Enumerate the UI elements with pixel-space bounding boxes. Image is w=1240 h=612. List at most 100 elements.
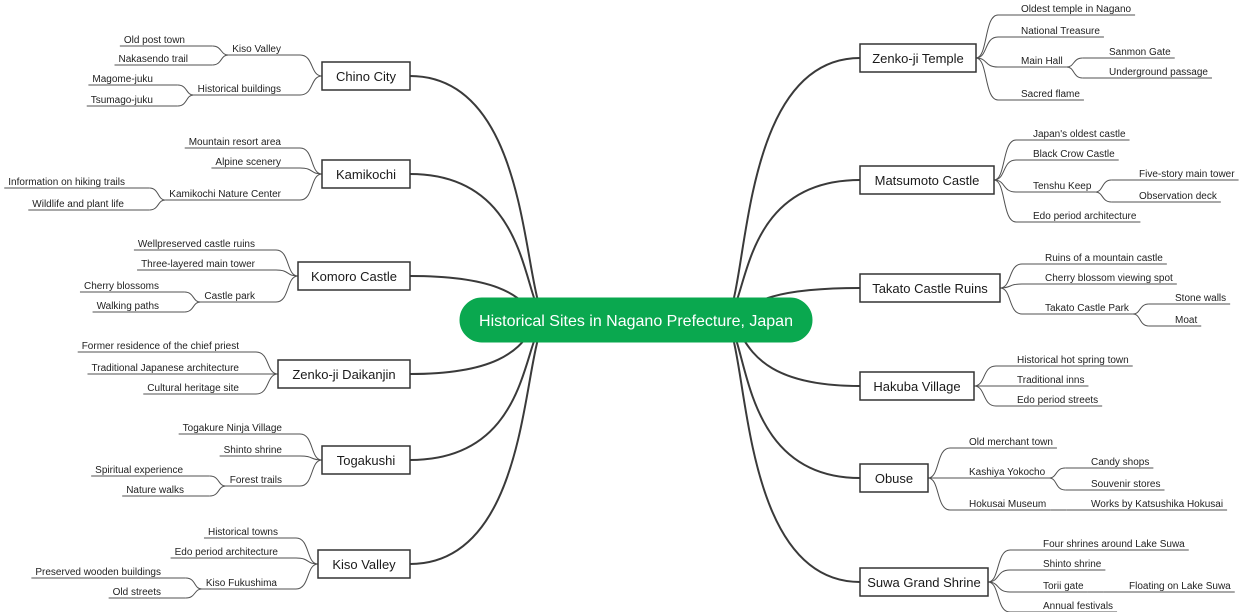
topic-sacred-flame[interactable]: Sacred flame <box>998 89 1084 101</box>
topic-hokusai-museum[interactable]: Hokusai Museum <box>950 499 1051 511</box>
subtopic-tsumago-juku[interactable]: Tsumago-juku <box>86 95 178 107</box>
topic-shinto-shrine[interactable]: Shinto shrine <box>1010 559 1106 571</box>
branch-suwa-grand-shrine[interactable]: Suwa Grand Shrine <box>859 567 989 597</box>
sub-connector <box>299 173 323 201</box>
subtopic-label: Information on hiking trails <box>8 177 125 188</box>
topic-edo-period-streets[interactable]: Edo period streets <box>996 395 1103 407</box>
topic-traditional-inns[interactable]: Traditional inns <box>996 375 1089 387</box>
sub-connector <box>295 563 319 590</box>
topic-castle-park[interactable]: Castle park <box>200 291 276 303</box>
subtopic-old-post-town[interactable]: Old post town <box>119 35 213 47</box>
branch-chino-city[interactable]: Chino City <box>321 61 411 91</box>
topic-three-layered-main-tower[interactable]: Three-layered main tower <box>137 259 276 271</box>
subtopic-wildlife-and-plant-life[interactable]: Wildlife and plant life <box>28 199 150 211</box>
subtopic-observation-deck[interactable]: Observation deck <box>1111 191 1221 203</box>
subtopic-floating-on-lake-suwa[interactable]: Floating on Lake Suwa <box>1103 581 1235 593</box>
branch-kiso-valley[interactable]: Kiso Valley <box>317 549 411 579</box>
branch-takato-castle-ruins[interactable]: Takato Castle Ruins <box>859 273 1001 303</box>
subtopic-label: Nakasendo trail <box>119 54 188 65</box>
topic-togakure-ninja-village[interactable]: Togakure Ninja Village <box>178 423 300 435</box>
topic-historical-towns[interactable]: Historical towns <box>203 527 296 539</box>
subtopic-stone-walls[interactable]: Stone walls <box>1148 293 1231 305</box>
topic-label: Historical hot spring town <box>1017 355 1129 366</box>
subtopic-information-on-hiking-trails[interactable]: Information on hiking trails <box>4 177 150 189</box>
topic-shinto-shrine[interactable]: Shinto shrine <box>219 445 300 457</box>
central-topic[interactable]: Historical Sites in Nagano Prefecture, J… <box>459 297 813 343</box>
branch-box-kiso-valley <box>317 549 411 579</box>
topic-label: Kamikochi Nature Center <box>169 189 281 200</box>
sub-connector <box>999 263 1023 289</box>
topic-traditional-japanese-architecture[interactable]: Traditional Japanese architecture <box>87 363 257 375</box>
subtopic-five-story-main-tower[interactable]: Five-story main tower <box>1111 169 1239 181</box>
subtopic-magome-juku[interactable]: Magome-juku <box>88 74 178 86</box>
topic-national-treasure[interactable]: National Treasure <box>998 26 1104 38</box>
branch-togakushi[interactable]: Togakushi <box>321 445 411 475</box>
topic-cultural-heritage-site[interactable]: Cultural heritage site <box>143 383 256 395</box>
sub-connector <box>987 549 1011 583</box>
subtopic-moat[interactable]: Moat <box>1148 315 1202 327</box>
topic-four-shrines-around-lake-suwa[interactable]: Four shrines around Lake Suwa <box>1010 539 1189 551</box>
branch-zenko-ji-daikanjin[interactable]: Zenko-ji Daikanjin <box>277 359 411 389</box>
topic-historical-hot-spring-town[interactable]: Historical hot spring town <box>996 355 1133 367</box>
branch-obuse[interactable]: Obuse <box>859 463 929 493</box>
sub-connector <box>973 385 997 407</box>
topic-oldest-temple-in-nagano[interactable]: Oldest temple in Nagano <box>998 4 1136 16</box>
topic-mountain-resort-area[interactable]: Mountain resort area <box>184 137 300 149</box>
topic-black-crow-castle[interactable]: Black Crow Castle <box>1016 149 1119 161</box>
subtopic-works-by-katsushika-hokusai[interactable]: Works by Katsushika Hokusai <box>1066 499 1228 511</box>
subtopic-old-streets[interactable]: Old streets <box>108 587 186 599</box>
branch-zenko-ji-temple[interactable]: Zenko-ji Temple <box>859 43 977 73</box>
subtopic-sanmon-gate[interactable]: Sanmon Gate <box>1082 47 1175 59</box>
topic-wellpreserved-castle-ruins[interactable]: Wellpreserved castle ruins <box>133 239 276 251</box>
subtopic-label: Sanmon Gate <box>1109 47 1171 58</box>
subtopic-spiritual-experience[interactable]: Spiritual experience <box>91 465 210 477</box>
sub-connector <box>299 433 323 461</box>
branch-kamikochi[interactable]: Kamikochi <box>321 159 411 189</box>
subtopic-underground-passage[interactable]: Underground passage <box>1082 67 1212 79</box>
subtopic-walking-paths[interactable]: Walking paths <box>92 301 185 313</box>
subtopic-nature-walks[interactable]: Nature walks <box>122 485 210 497</box>
topic-japan-s-oldest-castle[interactable]: Japan's oldest castle <box>1016 129 1130 141</box>
topic-annual-festivals[interactable]: Annual festivals <box>1010 601 1118 612</box>
subtopic-souvenir-stores[interactable]: Souvenir stores <box>1065 479 1165 491</box>
subtopic-nakasendo-trail[interactable]: Nakasendo trail <box>114 54 213 66</box>
sub-connector <box>255 351 279 375</box>
central-topic-label: Historical Sites in Nagano Prefecture, J… <box>479 313 793 330</box>
topic-kiso-fukushima[interactable]: Kiso Fukushima <box>201 578 296 590</box>
topic-ruins-of-a-mountain-castle[interactable]: Ruins of a mountain castle <box>1022 253 1167 265</box>
topic-label: National Treasure <box>1021 26 1100 37</box>
branch-matsumoto-castle[interactable]: Matsumoto Castle <box>859 165 995 195</box>
topic-alpine-scenery[interactable]: Alpine scenery <box>211 157 300 169</box>
topic-historical-buildings[interactable]: Historical buildings <box>193 84 300 96</box>
sub-connector <box>299 54 323 77</box>
branch-hakuba-village[interactable]: Hakuba Village <box>859 371 975 401</box>
topic-old-merchant-town[interactable]: Old merchant town <box>950 437 1057 449</box>
subtopic-preserved-wooden-buildings[interactable]: Preserved wooden buildings <box>31 567 186 579</box>
topic-edo-period-architecture[interactable]: Edo period architecture <box>1016 211 1141 223</box>
subtopic-connector <box>149 187 166 201</box>
topic-edo-period-architecture[interactable]: Edo period architecture <box>170 547 296 559</box>
sub-connector <box>973 365 997 387</box>
topic-main-hall[interactable]: Main Hall <box>998 56 1067 68</box>
topic-label: Kiso Fukushima <box>206 578 278 589</box>
topic-label: Historical buildings <box>198 84 281 95</box>
subtopic-candy-shops[interactable]: Candy shops <box>1065 457 1154 469</box>
branch-box-suwa-grand-shrine <box>859 567 989 597</box>
topic-kashiya-yokocho[interactable]: Kashiya Yokocho <box>950 467 1050 479</box>
branch-komoro-castle[interactable]: Komoro Castle <box>297 261 411 291</box>
topic-takato-castle-park[interactable]: Takato Castle Park <box>1022 303 1133 315</box>
topic-cherry-blossom-viewing-spot[interactable]: Cherry blossom viewing spot <box>1022 273 1177 285</box>
topic-kiso-valley[interactable]: Kiso Valley <box>228 44 300 56</box>
sub-connector <box>975 57 999 101</box>
topic-label: Three-layered main tower <box>141 259 256 270</box>
subtopic-cherry-blossoms[interactable]: Cherry blossoms <box>79 281 185 293</box>
topic-former-residence-of-the-chief-priest[interactable]: Former residence of the chief priest <box>77 341 256 353</box>
topic-tenshu-keep[interactable]: Tenshu Keep <box>1016 181 1096 193</box>
topic-kamikochi-nature-center[interactable]: Kamikochi Nature Center <box>165 189 300 201</box>
topic-torii-gate[interactable]: Torii gate <box>1010 581 1088 593</box>
topic-forest-trails[interactable]: Forest trails <box>225 475 300 487</box>
sub-connector <box>275 275 299 303</box>
topic-label: Edo period architecture <box>1033 211 1137 222</box>
subtopic-label: Moat <box>1175 315 1197 326</box>
